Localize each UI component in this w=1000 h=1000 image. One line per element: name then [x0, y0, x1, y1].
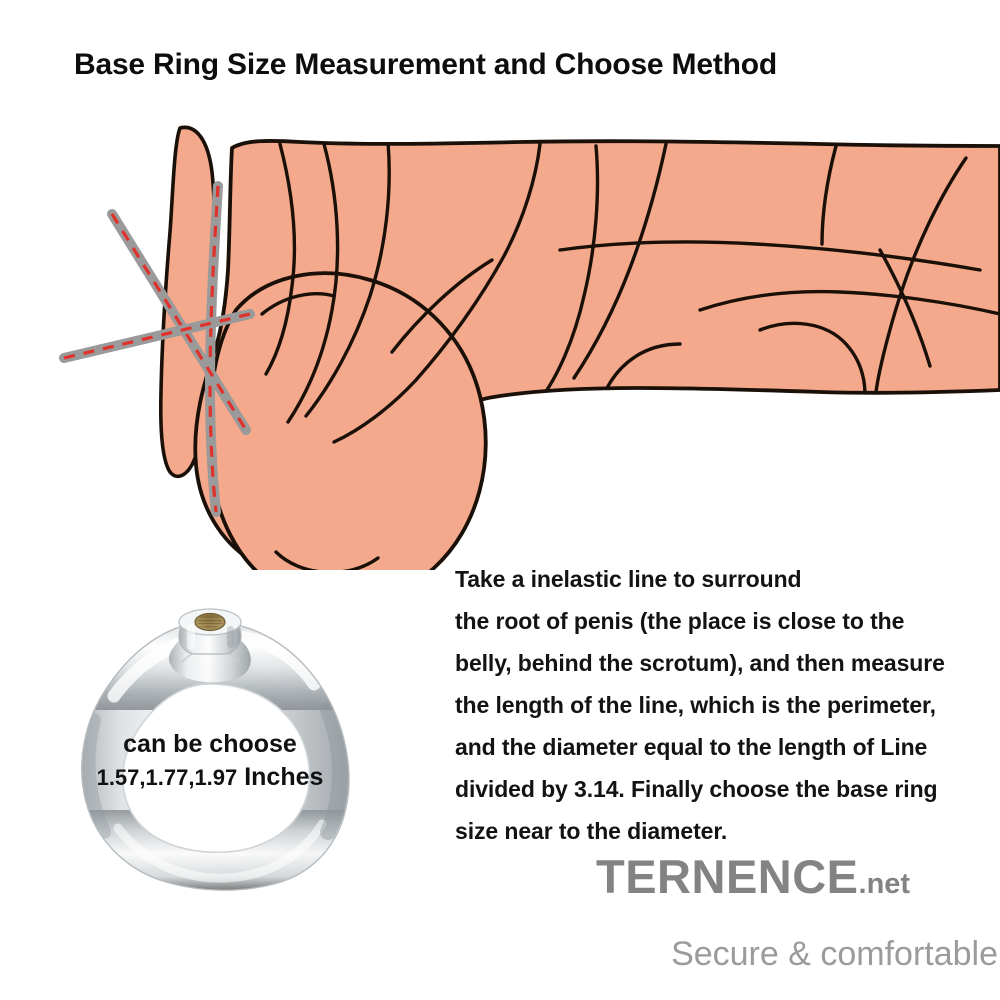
instruction-line: and the diameter equal to the length of … — [455, 734, 928, 760]
instruction-paragraph: Take a inelastic line to surround the ro… — [455, 558, 995, 852]
page-title: Base Ring Size Measurement and Choose Me… — [74, 48, 777, 81]
thread-lines — [196, 618, 224, 626]
brand-tagline: Secure & comfortable — [671, 935, 998, 973]
instruction-line: belly, behind the scrotum), and then mea… — [455, 650, 945, 676]
ring-screw-post — [178, 608, 242, 655]
skin-contour-lines — [264, 140, 1000, 444]
ring-inner-edge — [122, 683, 311, 854]
instruction-line: divided by 3.14. Finally choose the base… — [455, 776, 938, 802]
ring-outer-edge — [81, 621, 350, 891]
instruction-line: Take a inelastic line to surround — [455, 566, 802, 592]
instruction-line: the root of penis (the place is close to… — [455, 608, 905, 634]
brand-tld: .net — [858, 868, 911, 900]
anatomy-measurement-diagram — [0, 100, 1000, 570]
measuring-line — [59, 181, 255, 517]
stainless-steel-base-ring — [60, 600, 360, 905]
brand-name: TERNENCE.net — [596, 852, 992, 909]
instruction-line: size near to the diameter. — [455, 818, 728, 844]
instruction-line: the length of the line, which is the per… — [455, 692, 936, 718]
brand-logo: TERNENCE.net — [596, 852, 992, 909]
brand-name-text: TERNENCE — [596, 850, 859, 903]
